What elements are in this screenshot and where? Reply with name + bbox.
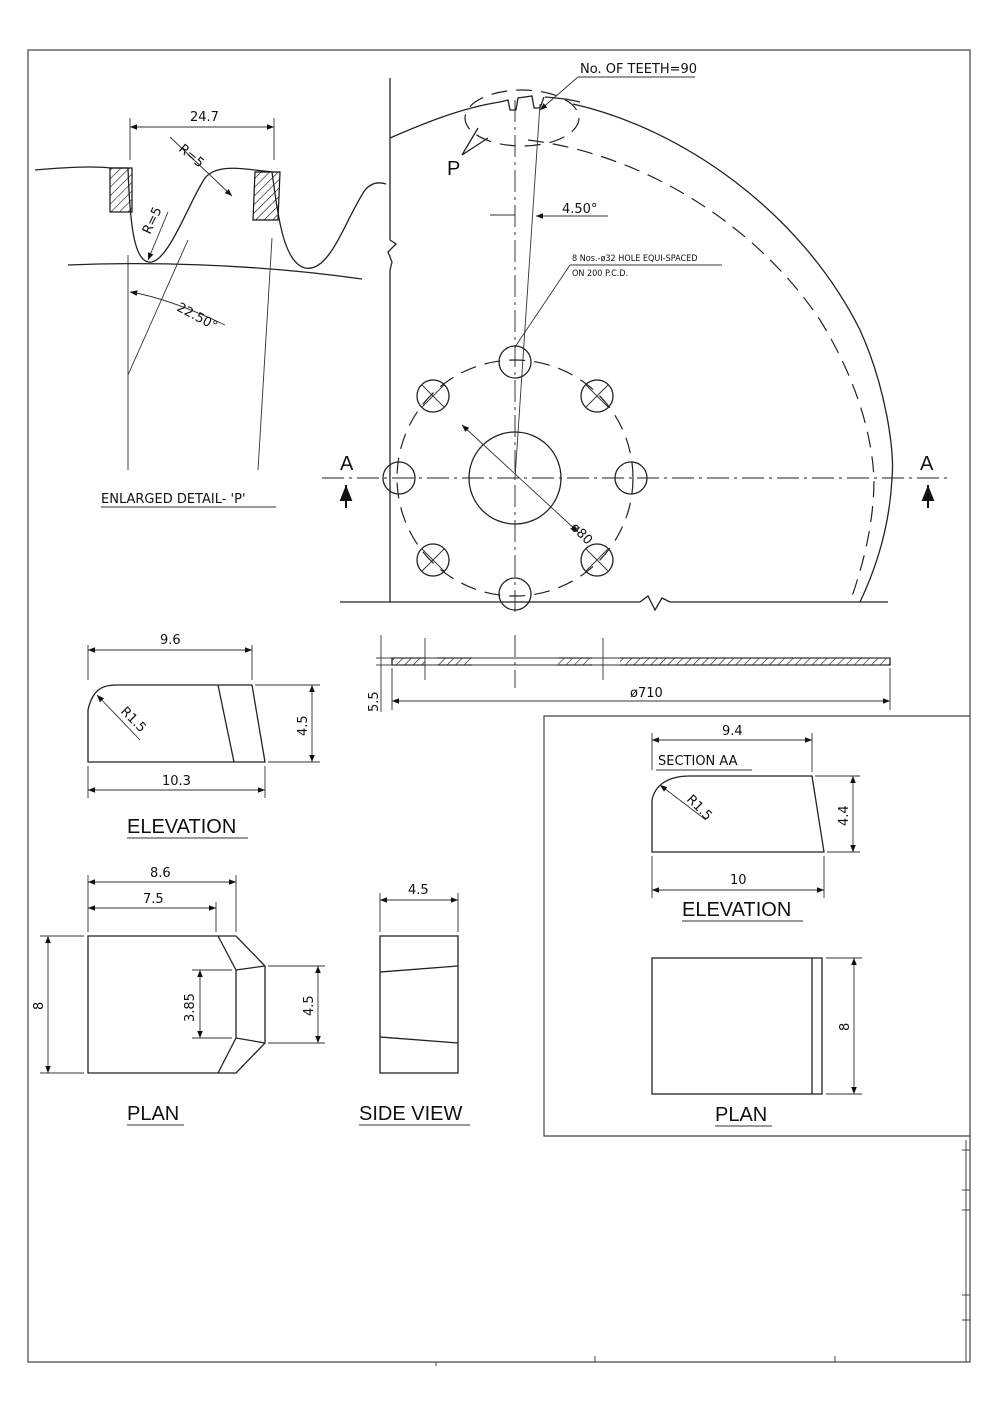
section-aa-heading: SECTION AA [658, 754, 738, 769]
elevation-title-right: ELEVATION [682, 899, 791, 921]
side-view-title: SIDE VIEW [359, 1103, 462, 1125]
aa-radius: R1.5 [683, 792, 715, 824]
detail-pitch-dim: 24.7 [190, 110, 219, 125]
aa-height: 4.4 [837, 805, 852, 826]
plan-inner-width: 3.85 [183, 993, 198, 1022]
saw-blade-view: P No. OF TEETH=90 4.50° 8 Nos.-ø32 HOLE … [322, 62, 948, 612]
detail-angle: 22.50° [174, 300, 220, 334]
elevation-title-left: ELEVATION [127, 816, 236, 838]
elev-top-length: 9.6 [160, 633, 181, 648]
detail-title: ENLARGED DETAIL- 'P' [101, 492, 246, 507]
aa-plan-width: 8 [838, 1023, 853, 1031]
aa-top-length: 9.4 [722, 724, 743, 739]
disc-thickness-dim: 5.5 [367, 691, 382, 712]
section-aa-panel: SECTION AA 9.4 4.4 R1.5 10 ELEVATION 8 P… [543, 715, 970, 1137]
detail-radius-bottom: R=5 [140, 205, 166, 237]
section-marker-left: A [340, 453, 354, 475]
holes-note-line1: 8 Nos.-ø32 HOLE EQUI-SPACED [572, 254, 697, 264]
bore-dia-dim: ø80 [567, 520, 595, 548]
elev-radius: R1.5 [117, 704, 149, 736]
detail-p-callout [464, 89, 580, 147]
plan-length-2: 7.5 [143, 892, 164, 907]
teeth-count-label: No. OF TEETH=90 [580, 62, 697, 77]
disc-dia-dim: ø710 [630, 686, 663, 701]
plan-face-width: 4.5 [302, 995, 317, 1016]
tooth-tip-section [252, 171, 281, 221]
bolt-hole [382, 345, 648, 611]
tip-side-view: 4.5 SIDE VIEW [359, 883, 470, 1126]
detail-p-marker: P [447, 158, 460, 180]
tip-plan-left: 8.6 7.5 8 3.85 4.5 PLAN [32, 866, 325, 1126]
elev-height: 4.5 [296, 715, 311, 736]
plan-title-right: PLAN [715, 1104, 767, 1126]
pitch-circle [396, 359, 634, 597]
side-width: 4.5 [408, 883, 429, 898]
tooth-tip-section [109, 167, 133, 213]
detail-radius-top: R=5 [175, 142, 206, 172]
plan-title-left: PLAN [127, 1103, 179, 1125]
aa-bottom-length: 10 [730, 873, 747, 888]
plan-width: 8 [32, 1002, 47, 1010]
enlarged-detail-p: 24.7 R=5 R=5 22.50° ENLARGED DETAIL- 'P' [34, 110, 387, 508]
disc-edge-view: ø710 5.5 [367, 635, 891, 712]
tip-elevation-left: 9.6 10.3 4.5 R1.5 ELEVATION [87, 633, 320, 839]
sheet-frame [27, 49, 971, 1366]
holes-note-line2: ON 200 P.C.D. [572, 269, 628, 279]
tooth-angle-dim: 4.50° [562, 202, 597, 217]
section-marker-right: A [920, 453, 934, 475]
elev-bottom-length: 10.3 [162, 774, 191, 789]
plan-length: 8.6 [150, 866, 171, 881]
